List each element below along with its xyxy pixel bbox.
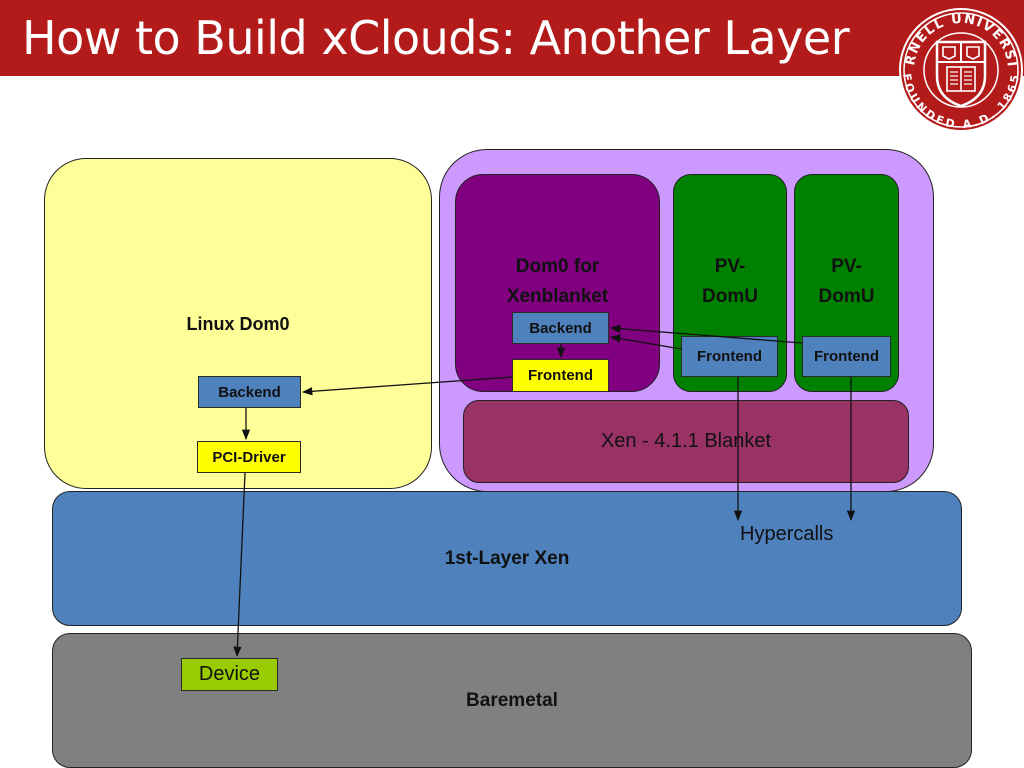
slide-title: How to Build xClouds: Another Layer bbox=[22, 11, 850, 65]
xen-blanket-label: Xen - 4.1.1 Blanket bbox=[600, 430, 772, 452]
pv-domu-1-label-line1: PV- bbox=[714, 256, 746, 277]
slide-header: How to Build xClouds: Another Layer bbox=[0, 0, 1024, 76]
cornell-seal-logo: CORNELL UNIVERSITY FOUNDED A.D. 1865 bbox=[897, 6, 1023, 132]
first-layer-xen-label: 1st-Layer Xen bbox=[444, 548, 570, 569]
linux-dom0-label: Linux Dom0 bbox=[186, 314, 290, 334]
pv-domu-1-label-line2: DomU bbox=[702, 286, 758, 307]
baremetal-box bbox=[52, 633, 972, 768]
xenblanket-backend: Backend bbox=[512, 312, 609, 344]
device-box: Device bbox=[181, 658, 278, 691]
linux-dom0-backend: Backend bbox=[198, 376, 301, 408]
pv-domu-2-label-line1: PV- bbox=[831, 256, 862, 277]
dom0-xenblanket-label-line2: Xenblanket bbox=[506, 286, 609, 307]
pv-domu-1-frontend: Frontend bbox=[681, 336, 778, 377]
first-layer-xen-box bbox=[52, 491, 962, 626]
pci-driver-box: PCI-Driver bbox=[197, 441, 301, 473]
pv-domu-2-frontend: Frontend bbox=[802, 336, 891, 377]
baremetal-label: Baremetal bbox=[466, 690, 558, 711]
linux-dom0-box bbox=[44, 158, 432, 489]
xen-blanket-box bbox=[463, 400, 909, 483]
hypercalls-label: Hypercalls bbox=[740, 523, 834, 545]
xenblanket-frontend: Frontend bbox=[512, 359, 609, 392]
pv-domu-2-label-line2: DomU bbox=[818, 286, 875, 307]
dom0-xenblanket-label-line1: Dom0 for bbox=[515, 256, 600, 277]
